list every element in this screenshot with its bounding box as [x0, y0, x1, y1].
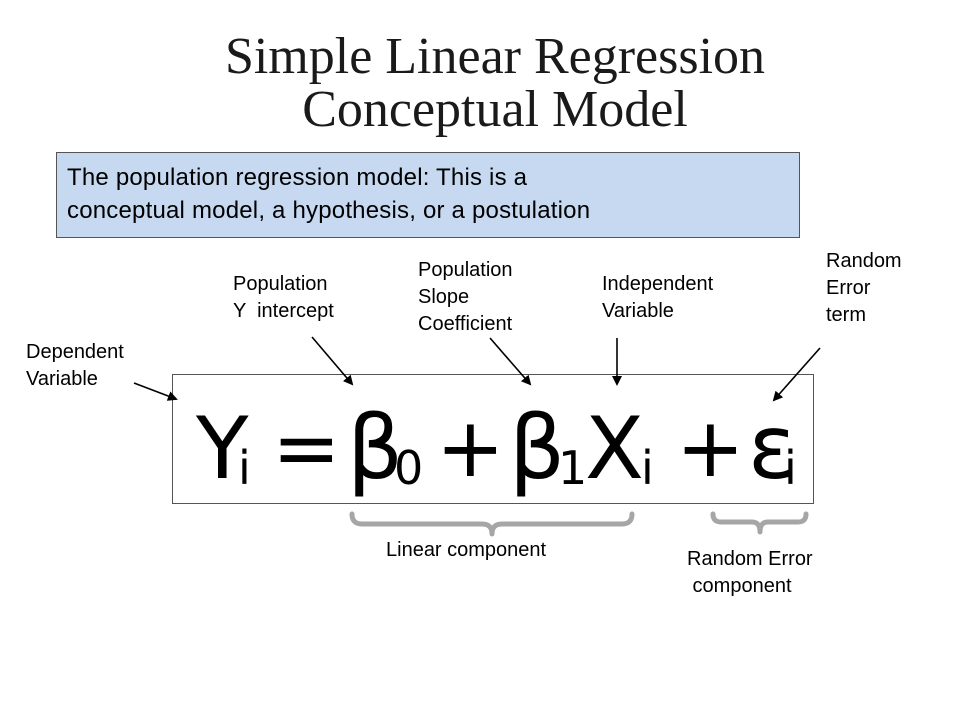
callout-line-1: The population regression model: This is… — [67, 164, 528, 191]
error-term-label-line-3: term — [826, 304, 866, 326]
beta-0-subscript: 0 — [394, 441, 423, 495]
beta-0-symbol: β — [347, 396, 403, 499]
dependent-arrow — [133, 382, 178, 401]
plus-sign-1: + — [436, 401, 505, 496]
epsilon-subscript: i — [784, 441, 797, 495]
population-model-callout: The population regression model: This is… — [56, 152, 800, 238]
independent-label-line-2: Variable — [602, 300, 674, 322]
linear-component-label: Linear component — [386, 537, 546, 564]
epsilon-symbol: ε — [748, 396, 796, 499]
error-term-arrow — [772, 347, 821, 402]
error-component-line-1: Random Error — [687, 548, 813, 570]
slope-label-line-1: Population — [418, 259, 513, 281]
independent-label-line-1: Independent — [602, 273, 714, 295]
x-symbol: X — [585, 399, 644, 499]
equals-sign: = — [272, 401, 341, 496]
slide-title: Simple Linear Regression Conceptual Mode… — [0, 30, 960, 136]
slope-arrow — [489, 337, 532, 386]
error-term-label-line-2: Error — [826, 277, 871, 299]
beta-1-symbol: β — [509, 396, 565, 499]
population-slope-coefficient-label: Population Slope Coefficient — [418, 257, 513, 338]
slope-label-line-3: Coefficient — [418, 313, 513, 335]
linear-component-brace — [349, 511, 635, 537]
intercept-label-line-2: Y intercept — [233, 300, 334, 322]
independent-variable-label: Independent Variable — [602, 271, 713, 325]
equation-box — [172, 374, 814, 504]
error-component-brace — [710, 511, 809, 535]
population-y-intercept-label: Population Y intercept — [233, 271, 334, 325]
callout-line-2: conceptual model, a hypothesis, or a pos… — [67, 197, 591, 224]
x-subscript: i — [641, 441, 654, 495]
error-component-line-2: component — [687, 575, 792, 597]
title-line-1: Simple Linear Regression — [224, 28, 766, 85]
random-error-term-label: Random Error term — [826, 248, 902, 329]
random-error-component-label: Random Error component — [687, 546, 813, 600]
y-symbol: Y — [195, 399, 249, 499]
beta-1-subscript: 1 — [558, 441, 587, 495]
dependent-variable-label: Dependent Variable — [26, 339, 124, 393]
linear-component-text: Linear component — [386, 539, 547, 561]
dependent-label-line-1: Dependent — [26, 341, 124, 363]
intercept-arrow — [311, 336, 354, 386]
title-line-2: Conceptual Model — [302, 81, 688, 138]
dependent-label-line-2: Variable — [26, 368, 98, 390]
plus-sign-2: + — [676, 401, 745, 496]
intercept-label-line-1: Population — [233, 273, 328, 295]
error-term-label-line-1: Random — [826, 250, 902, 272]
y-subscript: i — [238, 441, 251, 495]
slope-label-line-2: Slope — [418, 286, 470, 308]
